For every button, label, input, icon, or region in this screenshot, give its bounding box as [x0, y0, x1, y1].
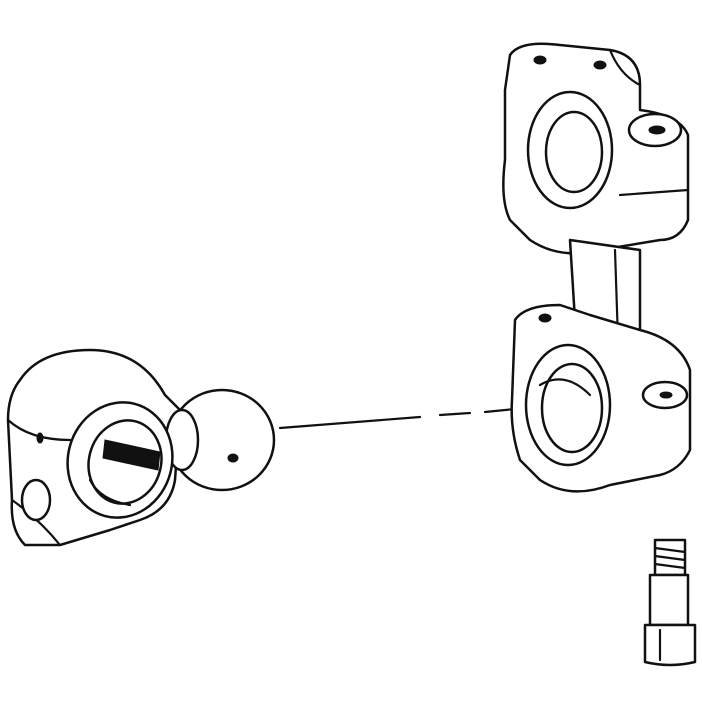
shoulder-bolt — [643, 538, 697, 667]
yoke-with-ball — [6, 348, 276, 547]
assembly-centerline — [278, 406, 527, 430]
connecting-link — [502, 42, 692, 493]
